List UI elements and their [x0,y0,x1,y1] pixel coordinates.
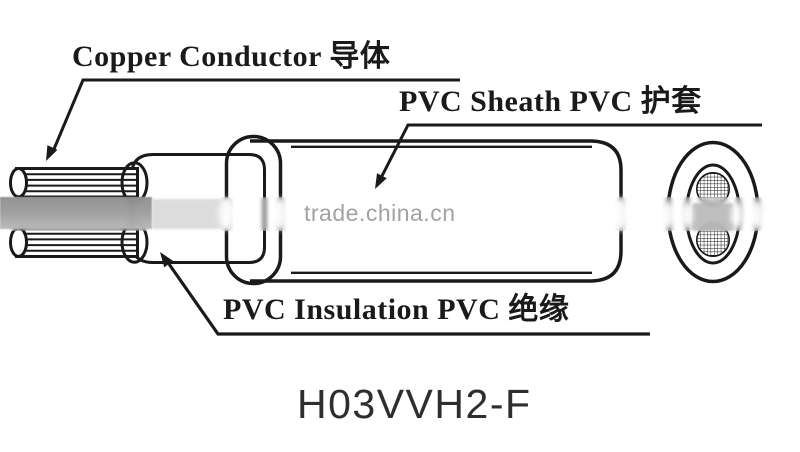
watermark-band-end [691,203,735,231]
sheath-leader-line [375,123,762,189]
watermark-band-left [0,197,152,229]
watermark-glow [750,201,764,229]
cable-model-title: H03VVH2-F [297,381,532,427]
watermark-glow [731,202,743,228]
watermark-glow [681,202,693,228]
pvc-insulation-label: PVC Insulation PVC 绝缘 [223,293,570,326]
copper-conductor-bottom [9,226,139,258]
watermark-band-mid [152,199,232,229]
watermark-glow [272,198,287,230]
watermark-glow [219,198,234,230]
copper-conductor-label: Copper Conductor 导体 [72,40,391,73]
insulation-leader-line [160,252,650,336]
pvc-sheath-label: PVC Sheath PVC 护套 [399,85,702,118]
sheath-inner-wall-lines [291,145,592,274]
watermark-text: trade.china.cn [304,200,456,226]
copper-leader-line [46,78,460,161]
copper-conductor-top [9,167,139,199]
watermark-glow [660,201,674,229]
watermark-glow [611,198,628,231]
